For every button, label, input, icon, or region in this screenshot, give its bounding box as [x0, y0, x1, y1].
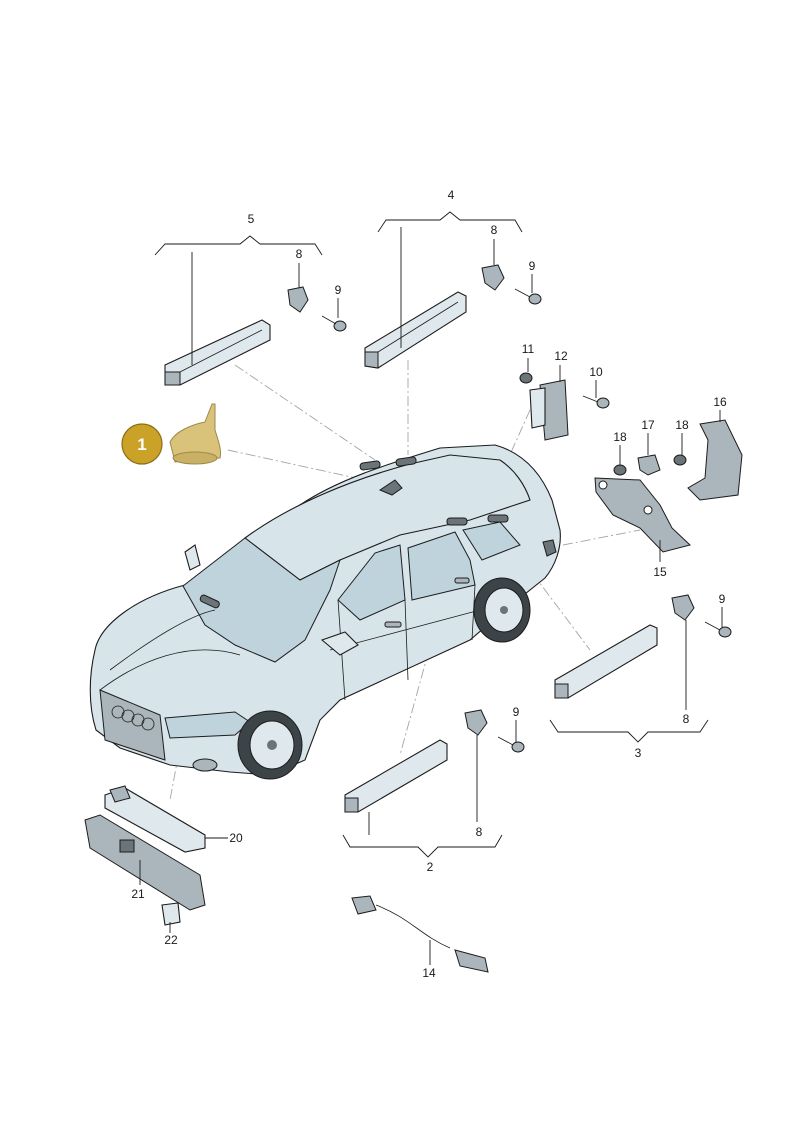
screw-part-9-d[interactable] [497, 736, 525, 753]
nut-part-11[interactable] [519, 372, 533, 384]
nut-part-18-a[interactable] [613, 464, 627, 476]
bracket-part-15[interactable] [594, 477, 692, 553]
label-part-15: 15 [653, 565, 667, 579]
screw-part-9-c[interactable] [704, 621, 732, 638]
screw-part-9-b[interactable] [514, 288, 542, 305]
label-part-9a: 9 [335, 283, 342, 297]
label-part-16: 16 [713, 395, 727, 409]
bracket-part-16[interactable] [687, 419, 743, 501]
screw-part-10[interactable] [582, 395, 610, 409]
antenna-bar-part-5[interactable] [164, 319, 271, 386]
bracket-part-21[interactable] [84, 814, 206, 911]
antenna-part-20[interactable] [104, 785, 206, 853]
clip-part-8-c[interactable] [671, 594, 695, 621]
label-part-18a: 18 [613, 430, 627, 444]
label-part-3: 3 [635, 746, 642, 760]
label-part-8a: 8 [296, 247, 303, 261]
callout-badge-1[interactable]: 1 [121, 423, 163, 465]
label-part-10: 10 [589, 365, 603, 379]
label-part-8d: 8 [476, 825, 483, 839]
label-part-11: 11 [522, 342, 535, 356]
group-brackets [154, 211, 709, 858]
front-wheel [237, 710, 303, 780]
clip-part-22[interactable] [161, 902, 181, 926]
label-part-4: 4 [448, 188, 455, 202]
part-number-labels: 5 8 9 4 8 9 11 12 10 16 17 18 18 15 9 8 … [131, 188, 727, 980]
clip-part-17[interactable] [637, 454, 661, 476]
label-part-9b: 9 [529, 259, 536, 273]
label-part-5: 5 [248, 212, 255, 226]
label-part-20: 20 [229, 831, 243, 845]
audi-rings [111, 705, 155, 731]
roof-antenna-part-1[interactable] [169, 403, 221, 465]
clip-part-8-b[interactable] [481, 264, 505, 291]
clip-part-8-a[interactable] [287, 286, 309, 313]
label-part-12: 12 [554, 349, 568, 363]
antenna-bar-part-3[interactable] [554, 624, 658, 699]
label-part-22: 22 [164, 933, 178, 947]
label-part-18b: 18 [675, 418, 689, 432]
antenna-bar-part-2[interactable] [344, 739, 448, 813]
cable-part-14[interactable] [351, 895, 489, 973]
control-unit-part-12[interactable] [529, 379, 569, 441]
label-part-8c: 8 [683, 712, 690, 726]
leader-lines [139, 227, 723, 965]
label-part-9d: 9 [513, 705, 520, 719]
screw-part-9-a[interactable] [321, 315, 347, 332]
callout-number: 1 [137, 435, 146, 454]
label-part-8b: 8 [491, 223, 498, 237]
label-part-14: 14 [422, 966, 436, 980]
label-part-2: 2 [427, 860, 434, 874]
antenna-bar-part-4[interactable] [364, 291, 467, 369]
clip-part-8-d[interactable] [464, 709, 488, 736]
nut-part-18-b[interactable] [673, 454, 687, 466]
rear-wheel [473, 577, 531, 643]
car-illustration [89, 444, 561, 780]
label-part-9c: 9 [719, 592, 726, 606]
label-part-17: 17 [641, 418, 655, 432]
label-part-21: 21 [131, 887, 145, 901]
